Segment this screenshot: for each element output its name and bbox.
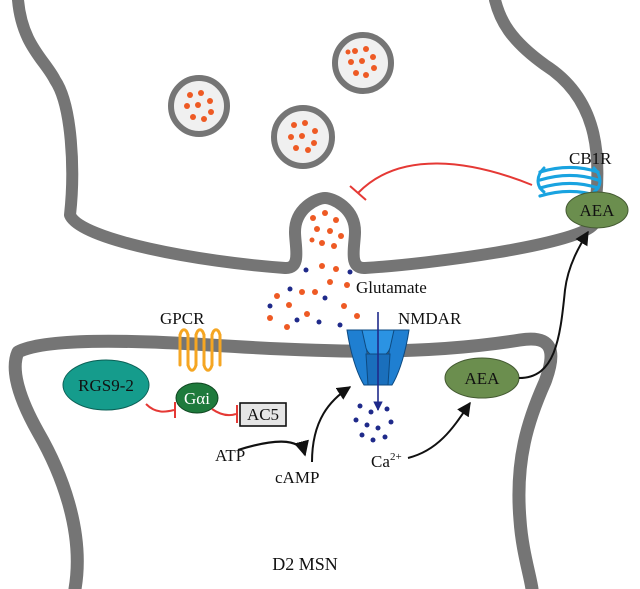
glutamate-label: Glutamate — [356, 278, 427, 297]
vesicle — [332, 32, 394, 94]
aea-postsynaptic-label: AEA — [465, 369, 501, 388]
glutamate-release — [267, 263, 360, 330]
rgs9-2-inhibition-arrow — [145, 403, 175, 413]
cb1r-label: CB1R — [569, 149, 612, 168]
nmdar-channel: NMDAR — [346, 309, 462, 411]
cb1r-inhibition-bar — [349, 185, 367, 201]
rgs9-2-protein: RGS9-2 — [62, 359, 150, 411]
presynaptic-terminal — [12, 0, 604, 274]
calcium-to-aea-arrow — [407, 401, 471, 459]
gpcr-label: GPCR — [160, 309, 205, 328]
camp-label: cAMP — [275, 468, 319, 487]
calcium-label: Ca — [371, 452, 390, 471]
galpha-i-label: Gαi — [184, 389, 210, 408]
vesicle — [168, 75, 230, 137]
aea-presynaptic: AEA — [565, 191, 629, 229]
atp-label: ATP — [215, 446, 245, 465]
galpha-i-inhibition-arrow — [211, 408, 237, 417]
postsynaptic-neuron — [8, 332, 558, 589]
ac5-enzyme: AC5 — [239, 402, 287, 427]
rgs9-2-label: RGS9-2 — [78, 376, 134, 395]
atp-to-camp-arrow — [237, 439, 309, 457]
cb1r-inhibition-arrow — [357, 162, 533, 194]
presynaptic-membrane — [12, 0, 604, 274]
neuron-type-label: D2 MSN — [272, 554, 338, 574]
ac5-label: AC5 — [247, 405, 279, 424]
cb1r-receptor: CB1R — [536, 149, 612, 198]
galpha-i-protein: Gαi — [175, 382, 219, 414]
vesicle — [271, 105, 335, 169]
fusing-vesicle-glutamate — [309, 210, 344, 249]
gpcr-receptor: GPCR — [160, 309, 222, 372]
aea-retrograde-arrow — [518, 230, 589, 379]
calcium-charge-label: 2+ — [390, 451, 402, 463]
camp-to-nmdar-arrow — [311, 386, 352, 463]
aea-presynaptic-label: AEA — [580, 201, 616, 220]
calcium-ions — [353, 403, 394, 443]
nmdar-label: NMDAR — [398, 309, 462, 328]
aea-postsynaptic: AEA — [444, 357, 520, 399]
synaptic-vesicles — [168, 32, 394, 249]
postsynaptic-membrane — [8, 332, 558, 589]
